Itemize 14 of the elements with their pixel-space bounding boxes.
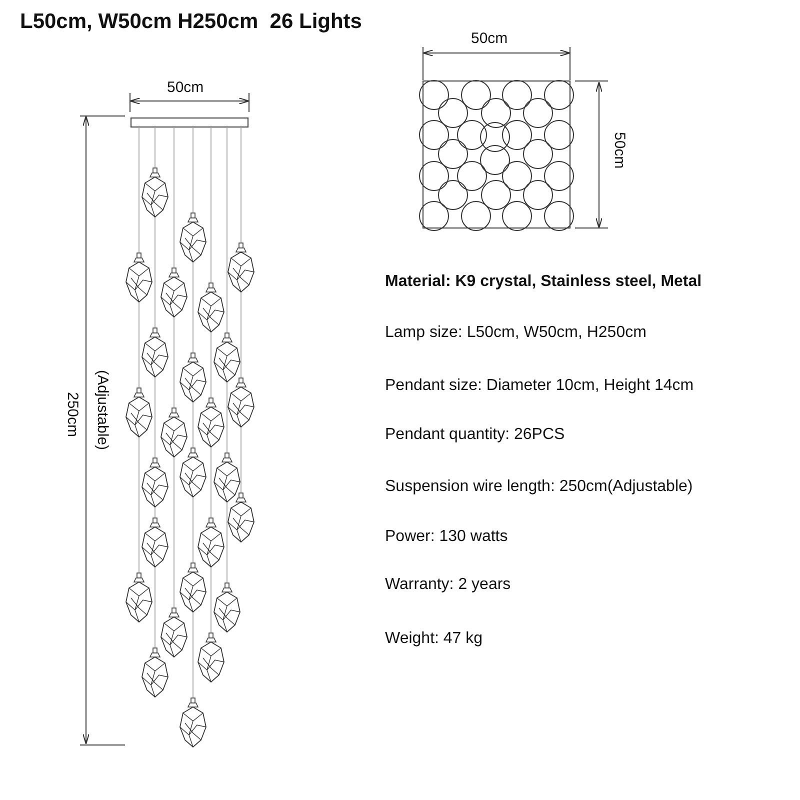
spec-text: Lamp size: L50cm, W50cm, H250cm: [385, 324, 646, 342]
dimension-label: 50cm: [167, 80, 204, 96]
spec-text: Suspension wire length: 250cm(Adjustable): [385, 478, 693, 496]
dimension-label: 250cm: [64, 392, 80, 438]
spec-text: Warranty: 2 years: [385, 576, 511, 594]
title: L50cm, W50cm H250cm 26 Lights: [20, 10, 362, 34]
dimension-label: (Adjustable): [94, 370, 110, 450]
dimension-label: 50cm: [471, 31, 508, 48]
spec-text: Power: 130 watts: [385, 528, 508, 546]
spec-text: Pendant size: Diameter 10cm, Height 14cm: [385, 377, 694, 395]
spec-text: Material: K9 crystal, Stainless steel, Metal: [385, 273, 702, 291]
spec-text: Weight: 47 kg: [385, 630, 483, 648]
spec-text: Pendant quantity: 26PCS: [385, 426, 565, 444]
dimension-label: 50cm: [610, 132, 627, 169]
